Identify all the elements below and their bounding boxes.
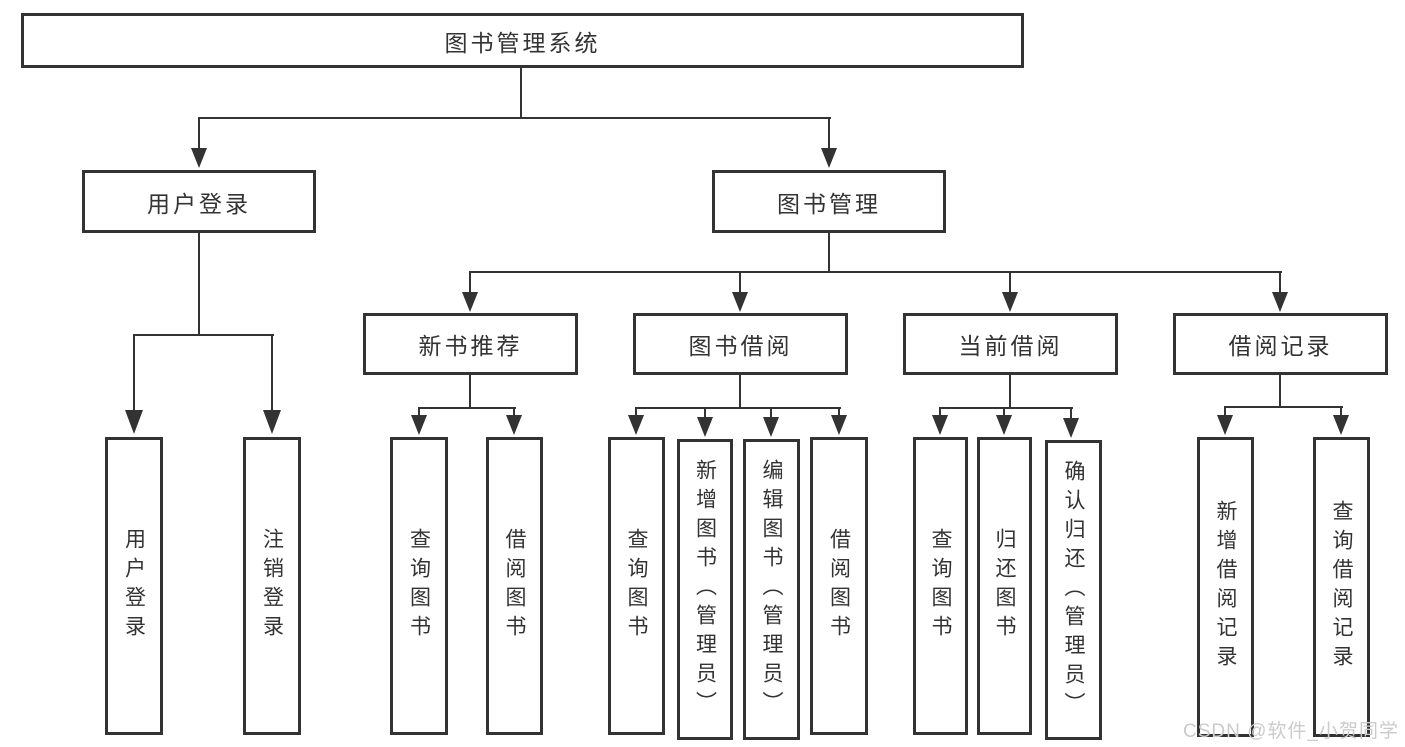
leaf-logout-label: 注销登录	[260, 528, 284, 644]
arrowhead-to-current-borrowing	[1002, 292, 1018, 312]
connector-to-cb-query	[939, 407, 941, 417]
leaf-current-confirm-return-admin-label: 确认归还（管理员）	[1062, 459, 1085, 721]
connector-to-current-borrowing	[1009, 271, 1011, 294]
leaf-record-query-record-label: 查询借阅记录	[1330, 500, 1353, 674]
arrowhead-to-leaf-user-login	[125, 410, 143, 434]
leaf-newrec-query-book-label: 查询图书	[407, 528, 431, 644]
leaf-user-login: 用户登录	[105, 437, 163, 735]
arrowhead-to-borrowing-records	[1272, 292, 1288, 312]
connector-root-stem	[520, 68, 522, 118]
leaf-borrow-query-book-label: 查询图书	[625, 528, 648, 644]
connector-to-br-add	[1224, 406, 1226, 417]
leaf-current-query-book-label: 查询图书	[929, 528, 952, 644]
node-user-login: 用户登录	[82, 170, 316, 233]
arrowhead-to-new-book-recommend	[462, 292, 478, 312]
arrowhead-to-cb-confirm	[1063, 418, 1079, 438]
leaf-borrow-query-book: 查询图书	[608, 437, 665, 735]
arrowhead-to-bb-edit	[763, 417, 779, 437]
node-user-login-label: 用户登录	[147, 190, 251, 217]
arrowhead-to-br-add	[1217, 415, 1233, 435]
connector-new-book-recommend-crossbar	[418, 407, 516, 409]
leaf-borrow-borrow-book: 借阅图书	[810, 437, 868, 735]
leaf-user-login-label: 用户登录	[122, 528, 146, 644]
leaf-record-add-record: 新增借阅记录	[1197, 437, 1254, 737]
node-root: 图书管理系统	[21, 13, 1024, 68]
connector-user-login-crossbar	[133, 334, 274, 336]
connector-to-newrec-query	[418, 407, 420, 417]
arrowhead-to-newrec-query	[411, 415, 427, 435]
connector-book-management-crossbar	[469, 271, 1282, 273]
connector-current-borrowing-stem	[1009, 375, 1011, 408]
arrowhead-to-cb-query	[932, 415, 948, 435]
connector-to-bb-add	[704, 407, 706, 419]
connector-root-to-book-management	[828, 117, 830, 150]
node-new-book-recommend: 新书推荐	[363, 313, 578, 375]
connector-root-to-user-login	[198, 117, 200, 150]
node-book-borrowing-label: 图书借阅	[688, 333, 793, 359]
arrowhead-to-bb-add	[697, 417, 713, 437]
connector-borrowing-records-stem	[1279, 375, 1281, 407]
connector-to-cb-return	[1003, 407, 1005, 417]
leaf-current-return-book-label: 归还图书	[993, 528, 1016, 644]
arrowhead-to-cb-return	[996, 415, 1012, 435]
leaf-borrow-edit-book-admin-label: 编辑图书（管理员）	[760, 459, 783, 720]
node-new-book-recommend-label: 新书推荐	[418, 333, 523, 359]
connector-book-borrowing-stem	[739, 375, 741, 408]
arrowhead-to-user-login	[191, 148, 207, 168]
connector-to-bb-borrow	[838, 407, 840, 417]
leaf-borrow-add-book-admin: 新增图书（管理员）	[677, 439, 733, 740]
connector-to-cb-confirm	[1070, 407, 1072, 420]
leaf-borrow-borrow-book-label: 借阅图书	[827, 528, 851, 644]
arrowhead-to-book-borrowing	[732, 292, 748, 312]
connector-to-book-borrowing	[739, 271, 741, 294]
connector-to-leaf-logout	[271, 334, 273, 412]
connector-new-book-recommend-stem	[469, 375, 471, 408]
leaf-record-add-record-label: 新增借阅记录	[1214, 500, 1237, 674]
leaf-borrow-edit-book-admin: 编辑图书（管理员）	[743, 439, 800, 740]
leaf-newrec-query-book: 查询图书	[390, 437, 448, 735]
node-current-borrowing: 当前借阅	[903, 313, 1118, 375]
leaf-borrow-add-book-admin-label: 新增图书（管理员）	[693, 459, 717, 720]
node-current-borrowing-label: 当前借阅	[958, 333, 1063, 359]
leaf-record-query-record: 查询借阅记录	[1313, 437, 1370, 737]
node-borrowing-records-label: 借阅记录	[1228, 333, 1333, 359]
leaf-newrec-borrow-book: 借阅图书	[486, 437, 543, 735]
node-root-label: 图书管理系统	[444, 29, 601, 56]
leaf-current-confirm-return-admin: 确认归还（管理员）	[1045, 440, 1102, 740]
arrowhead-to-bb-query	[628, 415, 644, 435]
connector-current-borrowing-crossbar	[939, 407, 1073, 409]
connector-borrowing-records-crossbar	[1224, 406, 1343, 408]
csdn-watermark: CSDN @软件_小贺同学	[1183, 721, 1399, 742]
connector-to-new-book-recommend	[469, 271, 471, 294]
node-book-management: 图书管理	[712, 170, 946, 233]
leaf-newrec-borrow-book-label: 借阅图书	[503, 528, 526, 644]
connector-root-crossbar	[198, 117, 831, 119]
arrowhead-to-newrec-borrow	[506, 415, 522, 435]
arrowhead-to-bb-borrow	[831, 415, 847, 435]
connector-to-bb-query	[635, 407, 637, 417]
connector-to-borrowing-records	[1279, 271, 1281, 294]
arrowhead-to-book-management	[821, 148, 837, 168]
leaf-logout: 注销登录	[243, 437, 301, 735]
connector-to-leaf-user-login	[133, 334, 135, 412]
node-borrowing-records: 借阅记录	[1173, 313, 1388, 375]
connector-to-newrec-borrow	[513, 407, 515, 417]
leaf-current-return-book: 归还图书	[977, 437, 1032, 735]
leaf-current-query-book: 查询图书	[913, 437, 968, 735]
arrowhead-to-leaf-logout	[263, 410, 281, 434]
connector-to-bb-edit	[770, 407, 772, 419]
arrowhead-to-br-query	[1333, 415, 1349, 435]
connector-user-login-stem	[198, 233, 200, 335]
node-book-borrowing: 图书借阅	[633, 313, 848, 375]
connector-book-borrowing-crossbar	[635, 407, 841, 409]
node-book-management-label: 图书管理	[777, 190, 881, 217]
connector-to-br-query	[1340, 406, 1342, 417]
connector-book-management-stem	[828, 233, 830, 272]
